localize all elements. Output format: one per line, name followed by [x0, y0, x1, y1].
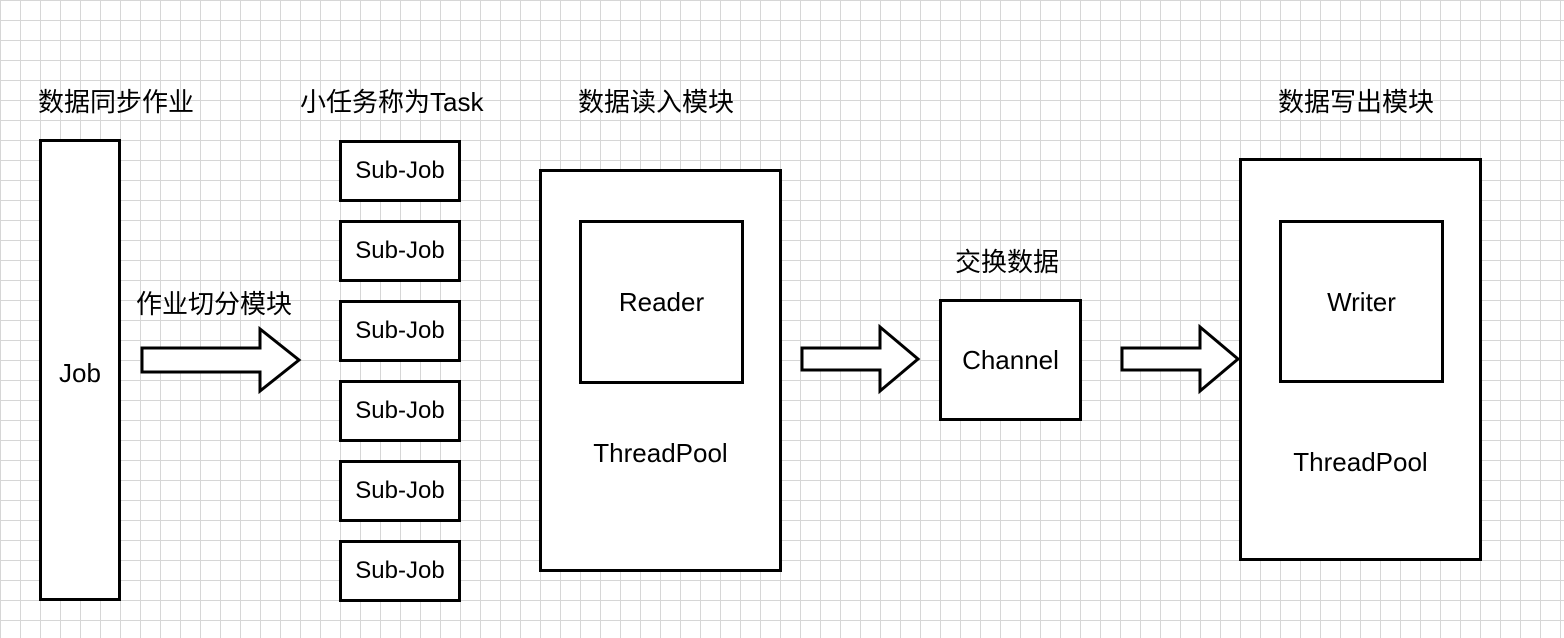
reader-section-title: 数据读入模块 [578, 87, 735, 117]
channel-to-writer-arrow [1120, 323, 1241, 395]
job-box: Job [39, 139, 121, 601]
writer-label: Writer [1327, 286, 1396, 317]
reader-label: Reader [618, 287, 705, 317]
task-section-title: 小任务称为Task [300, 87, 484, 117]
job-section-title: 数据同步作业 [38, 87, 195, 117]
split-arrow [140, 325, 302, 395]
subjob-box-1: Sub-Job [339, 140, 461, 202]
reader-to-channel-arrow [800, 323, 921, 395]
subjob-box-6: Sub-Job [339, 540, 461, 602]
exchange-label: 交换数据 [955, 247, 1060, 277]
split-module-label: 作业切分模块 [136, 289, 293, 319]
writer-box: Writer [1279, 220, 1444, 383]
subjob-box-5: Sub-Job [339, 460, 461, 522]
subjob-box-3: Sub-Job [339, 300, 461, 362]
writer-threadpool-label: ThreadPool [1293, 447, 1428, 477]
subjob-box-4: Sub-Job [339, 380, 461, 442]
writer-section-title: 数据写出模块 [1278, 87, 1435, 117]
channel-box: Channel [939, 299, 1082, 421]
subjob-box-2: Sub-Job [339, 220, 461, 282]
channel-label: Channel [962, 345, 1059, 375]
reader-box: Reader [579, 220, 744, 384]
reader-threadpool-box: Reader ThreadPool [539, 169, 782, 572]
writer-threadpool-box: Writer ThreadPool [1239, 158, 1482, 561]
reader-threadpool-label: ThreadPool [593, 438, 728, 468]
job-label: Job [59, 358, 101, 388]
